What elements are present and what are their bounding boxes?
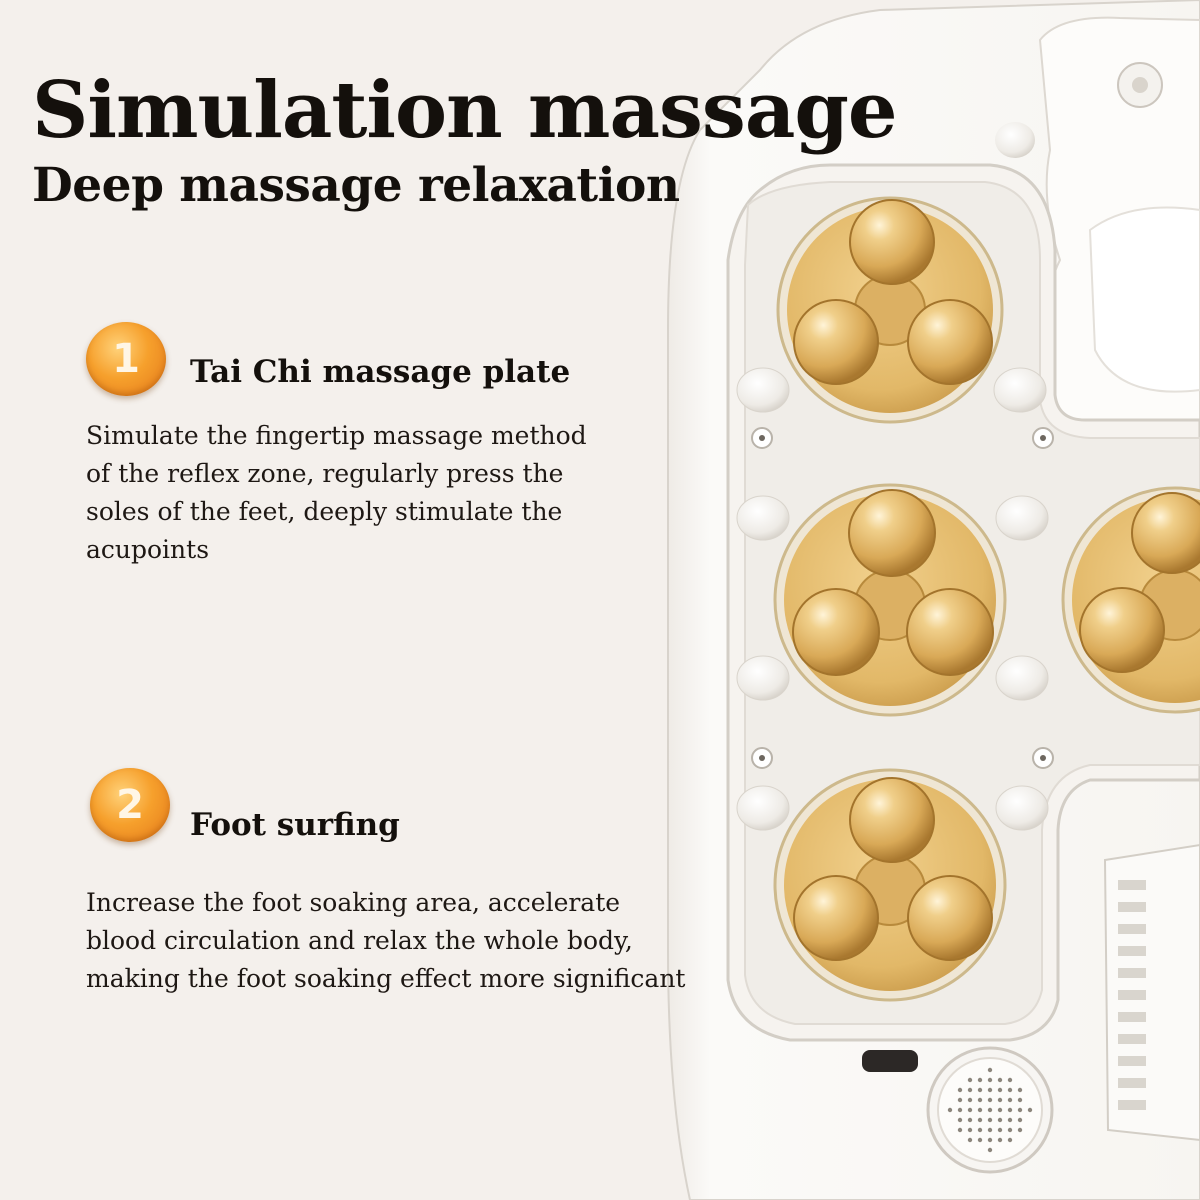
speaker-hole bbox=[977, 1097, 983, 1103]
speaker-hole bbox=[997, 1087, 1003, 1093]
speaker-hole bbox=[987, 1077, 993, 1083]
page-subtitle: Deep massage relaxation bbox=[32, 158, 680, 213]
speaker-hole bbox=[1017, 1107, 1023, 1113]
speaker-hole bbox=[997, 1127, 1003, 1133]
feature-2-line: blood circulation and relax the whole bo… bbox=[86, 926, 633, 955]
speaker-hole bbox=[1017, 1097, 1023, 1103]
speaker-hole bbox=[977, 1127, 983, 1133]
feature-1-line: Simulate the fingertip massage method bbox=[86, 421, 587, 450]
speaker-hole bbox=[957, 1107, 963, 1113]
speaker-hole bbox=[987, 1097, 993, 1103]
feature-1-line: soles of the feet, deeply stimulate the bbox=[86, 497, 563, 526]
speaker-hole bbox=[967, 1097, 973, 1103]
speaker-hole bbox=[1017, 1117, 1023, 1123]
speaker-hole bbox=[987, 1087, 993, 1093]
feature-1-line: acupoints bbox=[86, 535, 210, 564]
speaker-hole bbox=[1017, 1127, 1023, 1133]
speaker-hole bbox=[1017, 1087, 1023, 1093]
speaker-hole bbox=[967, 1077, 973, 1083]
number-badge-1: 1 bbox=[86, 322, 166, 396]
speaker-hole bbox=[977, 1117, 983, 1123]
speaker-hole bbox=[967, 1137, 973, 1143]
feature-1-title: Tai Chi massage plate bbox=[190, 354, 571, 390]
feature-1-line: of the reflex zone, regularly press the bbox=[86, 459, 564, 488]
speaker-hole bbox=[977, 1077, 983, 1083]
feature-2-line: Increase the foot soaking area, accelera… bbox=[86, 888, 621, 917]
speaker-hole bbox=[967, 1107, 973, 1113]
speaker-hole bbox=[967, 1087, 973, 1093]
speaker-hole bbox=[1007, 1127, 1013, 1133]
speaker-hole bbox=[967, 1117, 973, 1123]
speaker-hole bbox=[987, 1067, 993, 1073]
speaker-hole bbox=[977, 1137, 983, 1143]
speaker-hole bbox=[957, 1127, 963, 1133]
speaker-hole bbox=[1007, 1117, 1013, 1123]
speaker-hole bbox=[977, 1107, 983, 1113]
speaker-hole bbox=[997, 1137, 1003, 1143]
speaker-hole bbox=[987, 1117, 993, 1123]
speaker-hole bbox=[987, 1127, 993, 1133]
speaker-hole bbox=[987, 1107, 993, 1113]
speaker-hole bbox=[1007, 1087, 1013, 1093]
feature-2-title: Foot surfing bbox=[190, 807, 400, 843]
feature-2-line: making the foot soaking effect more sign… bbox=[86, 964, 686, 993]
speaker-hole bbox=[1027, 1107, 1033, 1113]
speaker-hole bbox=[987, 1137, 993, 1143]
speaker-hole bbox=[1007, 1137, 1013, 1143]
number-badge-2: 2 bbox=[90, 768, 170, 842]
speaker-hole bbox=[1007, 1077, 1013, 1083]
speaker-hole bbox=[1007, 1107, 1013, 1113]
speaker-hole bbox=[957, 1097, 963, 1103]
speaker-hole bbox=[997, 1117, 1003, 1123]
speaker-hole bbox=[967, 1127, 973, 1133]
page-title: Simulation massage bbox=[32, 65, 898, 156]
feature-1-description: Simulate the fingertip massage method of… bbox=[86, 417, 587, 569]
speaker-hole bbox=[997, 1107, 1003, 1113]
feature-2-description: Increase the foot soaking area, accelera… bbox=[86, 884, 685, 998]
speaker-hole bbox=[957, 1117, 963, 1123]
speaker-hole bbox=[987, 1147, 993, 1153]
speaker-hole bbox=[997, 1097, 1003, 1103]
speaker-hole bbox=[997, 1077, 1003, 1083]
speaker-hole bbox=[977, 1087, 983, 1093]
speaker-hole bbox=[947, 1107, 953, 1113]
speaker-hole bbox=[1007, 1097, 1013, 1103]
speaker-hole bbox=[957, 1087, 963, 1093]
